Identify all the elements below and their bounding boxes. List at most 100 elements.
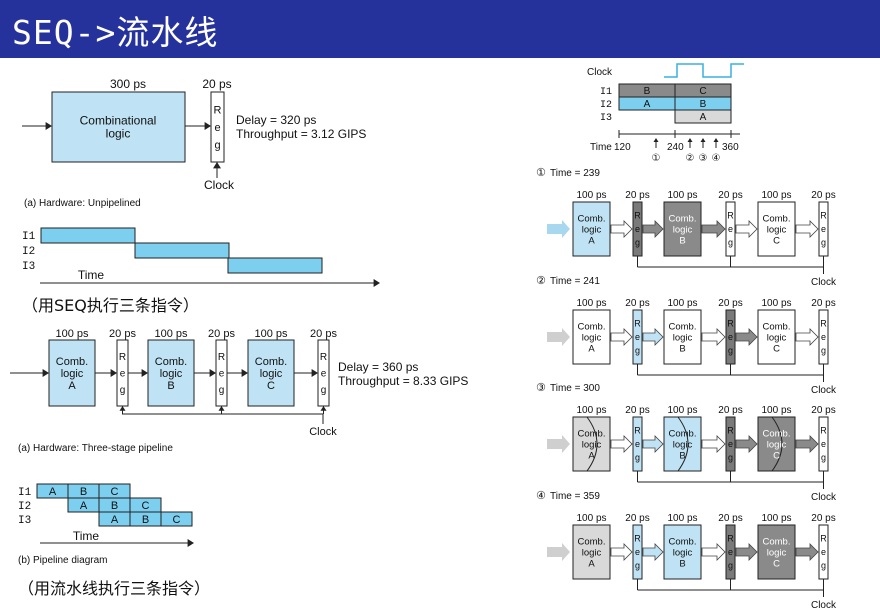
pipe3-comb-label-2: logic [260,368,283,380]
clock-timing-cell-label: C [699,86,706,97]
pipe-diagram-cell-label: A [49,486,57,498]
snapshot-arrow-cr-0-0 [610,220,633,238]
snapshot-reg-delay-0-2: 20 ps [811,190,835,201]
snapshot-time-2: Time = 300 [550,383,600,394]
snapshot-register-3-1-letter: R [727,534,734,544]
unpiped-clock-label: Clock [204,178,235,192]
pipe-diagram-cell-label: C [142,500,150,512]
pipe3-comb-label-2: Comb. [255,356,287,368]
snapshot-marker-1: ② [536,275,546,287]
pipe3-comb-label-0: Comb. [56,356,88,368]
snapshot-comb-label-3-2: Comb. [763,536,791,547]
snapshot-register-3-1-letter: g [728,561,733,571]
pipe3-register-2-letter: e [321,369,327,380]
snapshot-register-3-0-letter: R [634,534,641,544]
snapshot-comb-label-3-1: logic [673,547,693,558]
pipe3-reg-delay-0: 20 ps [109,328,136,340]
unpiped-comb-to-reg-head [204,122,211,130]
snapshot-reg-delay-3-1: 20 ps [718,513,742,524]
snapshot-comb-delay-2-0: 100 ps [576,405,606,416]
snapshot-register-2-2-letter: R [820,426,827,436]
snapshot-comb-label-0-0: A [588,235,595,246]
snapshot-register-1-2-letter: g [821,346,826,356]
snapshot-register-2-2-letter: g [821,453,826,463]
snapshot-comb-delay-0-2: 100 ps [761,190,791,201]
snapshot-arrow-rc-2-1 [735,435,758,453]
snapshot-register-0-0-letter: e [635,224,640,234]
snapshot-register-3-1-letter: e [728,547,733,557]
pipe-diagram-cell-label: B [142,514,149,526]
snapshot-register-2-2-letter: e [821,439,826,449]
unpiped-comb-label: Combinational [80,114,157,128]
unpiped-timing-bar-I1 [40,227,136,244]
pipe-diagram-caption: (b) Pipeline diagram [18,555,108,566]
clock-timing-cell-label: A [644,99,651,110]
snapshot-comb-label-2-0: Comb. [578,428,606,439]
snapshot-register-1-1-letter: R [727,319,734,329]
pipe3-comb-label-0: logic [61,368,84,380]
snapshot-time-0: Time = 239 [550,168,600,179]
snapshot-comb-label-2-2: logic [767,439,787,450]
snapshot-comb-label-0-2: Comb. [763,213,791,224]
snapshot-comb-label-2-1: B [679,450,685,461]
snapshot-clock-label-1: Clock [811,385,837,396]
pipe-diagram-time-label: Time [73,529,100,543]
title-bar: SEQ->流水线 [0,0,880,58]
snapshot-arrow-cr-2-0 [610,435,633,453]
snapshot-comb-delay-0-0: 100 ps [576,190,606,201]
snapshot-register-0-1-letter: g [728,238,733,248]
snapshot-arrow-cr-0-2 [795,220,819,238]
snapshot-comb-label-3-2: C [773,558,780,569]
clock-timing-row-label-I2: I2 [600,100,612,111]
snapshot-register-0-1-letter: R [727,211,734,221]
snapshot-wavefront-2 [771,416,783,472]
pipe3-register-1-letter: g [219,385,225,396]
snapshot-comb-0-0 [572,201,611,257]
snapshot-comb-label-1-1: logic [673,332,693,343]
pipe3-comb-2 [247,339,295,407]
unpiped-time-axis-head [373,279,380,287]
snapshot-reg-delay-1-0: 20 ps [625,298,649,309]
snapshot-register-0-0-letter: R [634,211,641,221]
snapshot-time-3: Time = 359 [550,491,600,502]
unpiped-register-letter: e [214,122,220,134]
snapshot-arrow-rc-0-0 [642,220,664,238]
pipe-diagram-cell-label: B [111,500,118,512]
unpiped-caption: (a) Hardware: Unpipelined [24,198,141,209]
unpiped-timing-bar-I3 [227,257,323,274]
snapshot-reg-delay-0-0: 20 ps [625,190,649,201]
clock-timing-label-120: 120 [614,142,631,153]
pipe3-register-1-letter: e [219,369,225,380]
snapshot-register-2-1-letter: g [728,453,733,463]
snapshot-reg-delay-2-1: 20 ps [718,405,742,416]
unpiped-throughput-text: Throughput = 3.12 GIPS [236,127,366,141]
snapshot-arrow-cr-3-2 [795,543,819,561]
unpiped-comb-label: logic [106,127,131,141]
snapshot-input-arrow-1 [547,328,570,346]
snapshot-arrow-cr-3-0 [610,543,633,561]
snapshot-comb-label-3-0: Comb. [578,536,606,547]
snapshot-comb-label-1-2: logic [767,332,787,343]
pipe3-comb-delay-2: 100 ps [254,328,288,340]
snapshot-register-1-0-letter: g [635,346,640,356]
snapshot-comb-delay-2-2: 100 ps [761,405,791,416]
snapshot-comb-label-1-2: Comb. [763,321,791,332]
snapshot-reg-delay-1-1: 20 ps [718,298,742,309]
snapshot-comb-label-0-1: Comb. [669,213,697,224]
snapshot-register-0-1-letter: e [728,224,733,234]
snapshot-arrow-rc-1-1 [735,328,758,346]
snapshot-arrow-rc-3-0 [642,543,664,561]
snapshot-register-2-0-letter: g [635,453,640,463]
pipe3-reg-delay-1: 20 ps [208,328,235,340]
snapshot-arrow-cr-3-1 [701,543,726,561]
unpiped-time-label: Time [78,268,105,282]
snapshot-marker-0: ① [536,167,546,179]
snapshot-arrow-cr-1-0 [610,328,633,346]
snapshot-register-2-1-letter: e [728,439,733,449]
snapshot-arrow-cr-1-1 [701,328,726,346]
clock-waveform [664,63,744,78]
seq-caption: （用SEQ执行三条指令） [22,296,199,315]
snapshot-comb-delay-3-1: 100 ps [667,513,697,524]
pipeline-caption: （用流水线执行三条指令） [18,579,211,598]
snapshot-comb-label-3-1: Comb. [669,536,697,547]
